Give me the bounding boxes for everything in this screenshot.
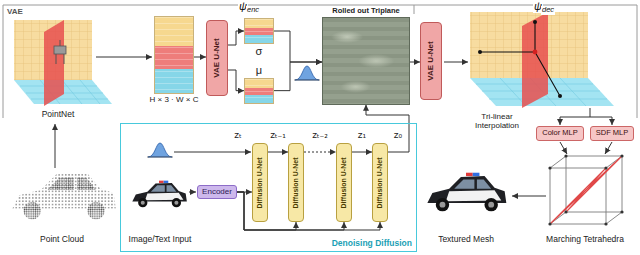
feature-stack bbox=[244, 78, 274, 104]
label: z₁ bbox=[358, 130, 366, 140]
triplane-figure bbox=[470, 12, 614, 108]
node-text: Encoder bbox=[202, 187, 232, 196]
connector bbox=[228, 31, 244, 45]
gaussian-icon bbox=[294, 66, 320, 80]
node-text: Denoising Diffusion bbox=[332, 239, 412, 249]
connector bbox=[194, 57, 206, 58]
label: zₜ bbox=[234, 130, 241, 140]
label: zₜ₋₁ bbox=[270, 130, 286, 140]
unet-box: VAE U-Net bbox=[420, 22, 442, 100]
label: VAE bbox=[7, 7, 23, 16]
label: enc bbox=[246, 6, 260, 15]
label: Marching Tetrahedra bbox=[546, 235, 624, 245]
unet-box: Diffusion U-Net bbox=[288, 143, 304, 222]
mlp-box: Color MLP bbox=[536, 126, 584, 141]
node-text: Rolled out Triplane bbox=[332, 7, 400, 16]
unet-box: VAE U-Net bbox=[206, 20, 228, 96]
feature-stack bbox=[154, 16, 194, 94]
rolled-triplane-texture bbox=[322, 17, 410, 105]
label: zₜ₋₂ bbox=[312, 130, 328, 140]
node-text: Diffusion U-Net bbox=[376, 157, 384, 208]
node-text: VAE U-Net bbox=[212, 38, 221, 77]
triplane-image: Rolled out Triplane bbox=[322, 7, 410, 105]
label: z₀ bbox=[394, 130, 402, 140]
label: Tri-linear Interpolation bbox=[461, 112, 533, 130]
label: dec bbox=[541, 6, 555, 15]
feature-stack bbox=[244, 18, 274, 44]
connector bbox=[274, 31, 322, 62]
textured-mesh-car bbox=[427, 173, 506, 212]
label: Point Cloud bbox=[40, 235, 84, 245]
connector bbox=[352, 152, 372, 153]
node-text: σ bbox=[256, 45, 263, 58]
connector bbox=[274, 62, 322, 91]
unet-box: Diffusion U-Net bbox=[252, 143, 268, 222]
tetrahedra-cube bbox=[548, 154, 623, 225]
node-text: H × 3 · W × C bbox=[150, 95, 199, 104]
node-text: Color MLP bbox=[542, 129, 577, 138]
point-cloud-car bbox=[12, 173, 115, 219]
node-text: Diffusion U-Net bbox=[292, 157, 300, 208]
unet-box: Diffusion U-Net bbox=[372, 143, 388, 222]
node-text: VAE U-Net bbox=[426, 41, 435, 80]
label: Textured Mesh bbox=[438, 235, 494, 245]
gaussian-icon bbox=[147, 143, 173, 157]
input-car-image bbox=[132, 181, 187, 208]
connector bbox=[410, 62, 420, 63]
latent-block: σ bbox=[244, 18, 274, 58]
label: PointNet bbox=[42, 110, 75, 120]
latent-block: μ bbox=[244, 64, 274, 104]
unet-box: Diffusion U-Net bbox=[336, 143, 352, 222]
mlp-box: SDF MLP bbox=[590, 126, 634, 141]
vae-frame bbox=[3, 5, 637, 118]
node-text: SDF MLP bbox=[596, 129, 629, 138]
connector bbox=[304, 152, 336, 153]
node-text: Diffusion U-Net bbox=[340, 157, 348, 208]
node-text: Diffusion U-Net bbox=[256, 157, 264, 208]
feature-block: H × 3 · W × C bbox=[150, 16, 199, 104]
triplane-figure bbox=[14, 20, 112, 106]
connector bbox=[268, 152, 288, 153]
diffusion-panel: Denoising Diffusion Encoder Diffusion U-Ne… bbox=[120, 123, 417, 252]
connector bbox=[228, 70, 244, 91]
label: Image/Text Input bbox=[129, 235, 192, 245]
encoder-box: Encoder bbox=[197, 185, 237, 199]
node-text: μ bbox=[256, 64, 262, 77]
